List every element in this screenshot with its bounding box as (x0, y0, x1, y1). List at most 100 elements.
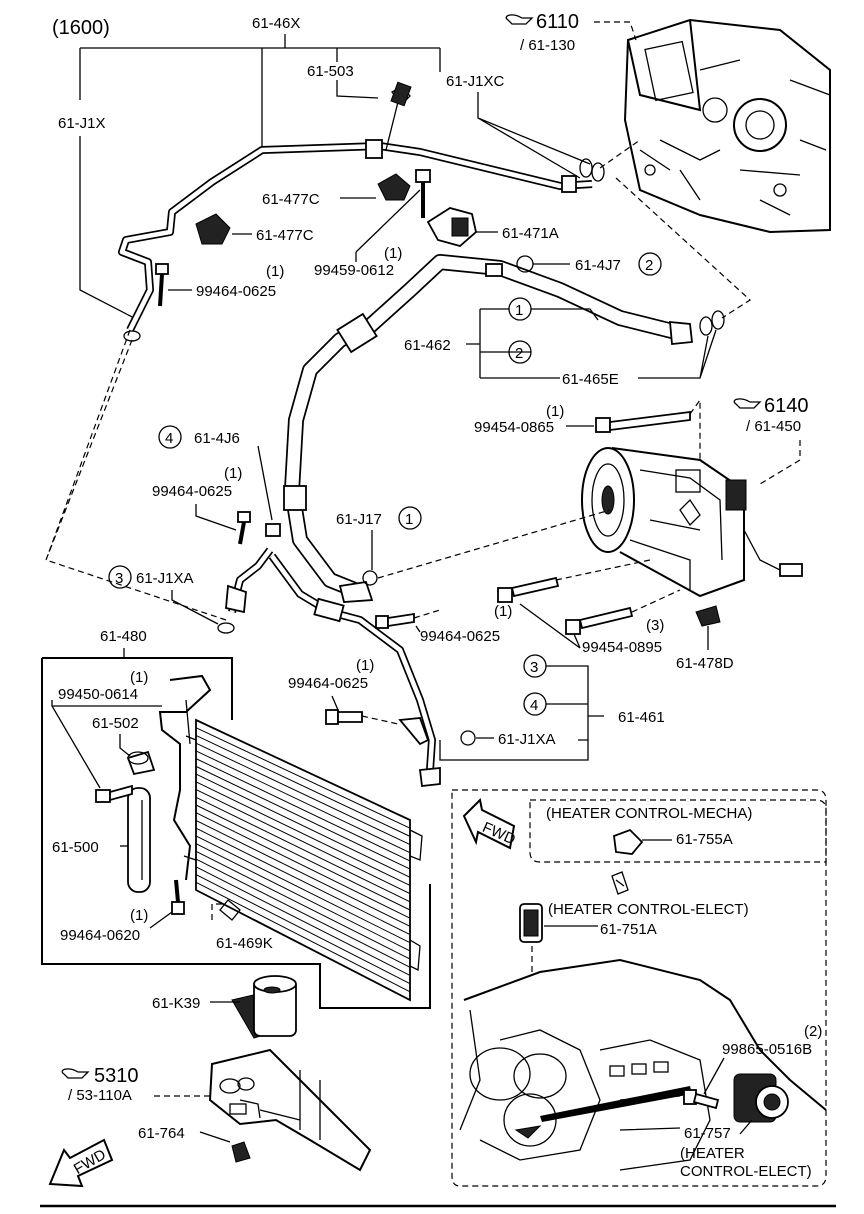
condenser-fin (195, 742, 411, 845)
bolt-99464-0620[interactable] (171, 879, 185, 915)
bolt-99464-0625-cond[interactable] (325, 709, 363, 725)
bolt-99464-0625-right[interactable] (375, 612, 415, 629)
label-99464-c-qty: (1) (494, 603, 512, 620)
bolt-99464-0625-left[interactable] (155, 263, 169, 307)
pointer-bar (540, 1086, 692, 1122)
o-ring-61-j1xa[interactable] (217, 622, 235, 634)
receiver-drier-61-500[interactable] (127, 787, 151, 893)
heater-elect-2-line2: CONTROL-ELECT) (680, 1163, 812, 1180)
clamp-61-477c-lower[interactable] (195, 213, 231, 245)
callout-1-a: 1 (508, 297, 532, 321)
clip-61-469k[interactable] (219, 899, 241, 921)
label-61-j1x: 61-J1X (58, 115, 106, 132)
label-61-j17: 61-J17 (336, 511, 382, 528)
svg-text:FWD: FWD (71, 1146, 109, 1178)
heater-elect-2-line1: (HEATER (680, 1145, 745, 1162)
condenser-fin (195, 866, 411, 976)
svg-text:FWD: FWD (480, 819, 518, 848)
label-99464-b-qty: (1) (224, 465, 242, 482)
o-ring-61-j1xa-b[interactable] (460, 730, 476, 746)
leader-6110 (594, 21, 637, 41)
bolt-99454-0895-b[interactable] (565, 606, 634, 635)
label-99459-0612: 99459-0612 (314, 262, 394, 279)
condenser-fin (195, 773, 411, 878)
bolt-99865-0516b[interactable] (683, 1089, 720, 1110)
hvac-unit-illustration (623, 18, 831, 234)
unit-61-757[interactable] (733, 1073, 789, 1123)
svg-text:2: 2 (515, 345, 523, 362)
pipe-end-fitting (561, 175, 577, 193)
condenser-fin (195, 789, 411, 895)
label-61-j1xc: 61-J1XC (446, 73, 505, 90)
label-99454-0865: 99454-0865 (474, 419, 554, 436)
ref-arrow-6140[interactable]: 6140 / 61-450 (733, 395, 809, 435)
label-61-461: 61-461 (618, 709, 665, 726)
knob-61-751a[interactable] (519, 903, 543, 943)
condenser-fin (195, 750, 411, 854)
condenser-61-480[interactable] (183, 718, 423, 1002)
knob-61-755a[interactable] (613, 828, 644, 855)
condenser-fin (195, 812, 411, 919)
label-61-477c-lower: 61-477C (256, 227, 314, 244)
heater-mecha-title: (HEATER CONTROL-MECHA) (546, 805, 752, 822)
label-99464-d-qty: (1) (356, 657, 374, 674)
ref-arrow-6110[interactable]: 6110 / 61-130 (505, 11, 579, 54)
label-61-477c-upper: 61-477C (262, 191, 320, 208)
condenser-fin (195, 843, 411, 952)
label-61-465e: 61-465E (562, 371, 619, 388)
label-61-757: 61-757 (684, 1125, 731, 1142)
o-ring (591, 162, 605, 182)
pipe-61-46x[interactable] (118, 142, 593, 332)
part-61-k39[interactable] (231, 975, 297, 1039)
cap-61-478d[interactable] (695, 605, 721, 627)
label-99464-a-qty: (1) (266, 263, 284, 280)
svg-text:5310: 5310 (94, 1065, 139, 1087)
condenser-fin (195, 796, 411, 903)
fwd-arrow-bottom: FWD (48, 1138, 114, 1188)
label-61-462: 61-462 (404, 337, 451, 354)
ref-arrow-5310[interactable]: 5310 / 53-110A (61, 1065, 139, 1104)
o-ring-61-j17[interactable] (362, 570, 378, 586)
condenser-fin (195, 727, 411, 829)
svg-text:4: 4 (530, 697, 538, 714)
bolt-99454-0895-a[interactable] (497, 576, 560, 603)
condenser-fin (195, 874, 411, 985)
leader-left-diagonal (45, 329, 227, 621)
label-99464-0625-c: 99464-0625 (420, 628, 500, 645)
callout-4-b: 4 (523, 692, 547, 716)
body-panel-illustration (208, 1048, 372, 1172)
condenser-fin (195, 858, 411, 968)
label-61-4j7: 61-4J7 (575, 257, 621, 274)
label-99450-qty: (1) (130, 669, 148, 686)
svg-text:4: 4 (165, 430, 173, 447)
callout-4-a: 4 (158, 425, 182, 449)
compressor-illustration[interactable] (581, 447, 803, 598)
label-61-478d: 61-478D (676, 655, 734, 672)
part-61-764[interactable] (231, 1141, 251, 1163)
label-61-471a: 61-471A (502, 225, 559, 242)
condenser-fin (195, 881, 411, 993)
bracket-pipe (158, 674, 212, 881)
label-99454-895-qty-anchor: (3) (646, 617, 664, 634)
label-99454-865-qty: (1) (546, 403, 564, 420)
callout-3-b: 3 (523, 654, 547, 678)
label-61-751a: 61-751A (600, 921, 657, 938)
bolt-99459-0612[interactable] (415, 169, 431, 218)
condenser-fin (195, 765, 411, 870)
svg-text:/ 61-450: / 61-450 (746, 418, 801, 435)
condenser-fin (195, 827, 411, 935)
cap-61-4j6[interactable] (265, 523, 281, 537)
label-61-j1xa-b: 61-J1XA (498, 731, 556, 748)
svg-text:2: 2 (645, 257, 653, 274)
bolt-99450-0614[interactable] (95, 784, 133, 803)
label-61-469k: 61-469K (216, 935, 273, 952)
bolt-99454-0865[interactable] (595, 410, 691, 433)
leader-compressor (377, 509, 611, 579)
condenser-fin (195, 820, 411, 927)
bolt-99464-0625-mid[interactable] (237, 511, 251, 545)
svg-text:/ 53-110A: / 53-110A (68, 1087, 132, 1104)
heater-control-mecha-box (529, 799, 827, 863)
callout-1-c: 1 (398, 506, 422, 530)
clamp-61-477c-upper[interactable] (377, 173, 411, 201)
